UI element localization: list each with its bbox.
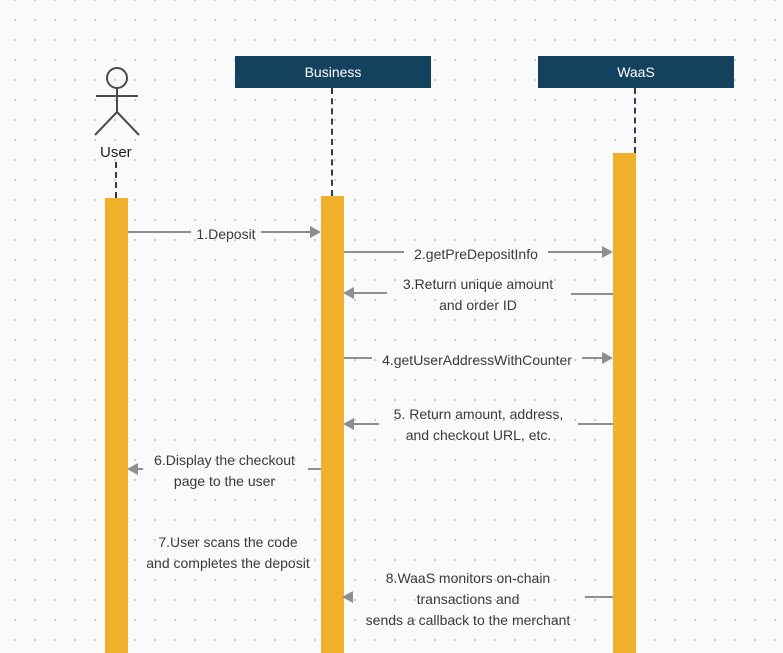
- message-5-line: [353, 423, 379, 425]
- message-2-arrowhead: [602, 246, 613, 258]
- message-1-line: [261, 231, 311, 233]
- message-8-arrowhead: [342, 591, 353, 603]
- message-1-label: 1.Deposit: [196, 226, 256, 242]
- message-1-line: [128, 231, 191, 233]
- user-actor-label: User: [100, 144, 132, 161]
- user-activation-bar: [105, 198, 128, 653]
- message-3-arrowhead: [343, 287, 354, 299]
- message-6-line: [137, 468, 143, 470]
- message-2-line: [548, 251, 603, 253]
- message-8-line: [585, 596, 613, 598]
- message-5-arrowhead: [343, 418, 354, 430]
- message-7-label: 7.User scans the code and completes the …: [146, 534, 310, 571]
- message-6-label: 6.Display the checkout page to the user: [154, 452, 295, 489]
- message-2-line: [344, 251, 404, 253]
- business-participant-header: Business: [235, 56, 431, 88]
- business-lifeline: [331, 88, 333, 196]
- message-5-label: 5. Return amount, address, and checkout …: [393, 406, 564, 443]
- waas-participant-header: WaaS: [538, 56, 734, 88]
- message-6-arrowhead: [127, 463, 138, 475]
- message-1-arrowhead: [310, 226, 321, 238]
- message-2-label: 2.getPreDepositInfo: [414, 246, 538, 262]
- message-3-line: [353, 292, 387, 294]
- message-3-label: 3.Return unique amount and order ID: [402, 276, 554, 313]
- business-activation-bar: [321, 196, 344, 653]
- user-actor-icon: [94, 67, 140, 136]
- message-6-line: [308, 468, 321, 470]
- message-3-line: [571, 293, 613, 295]
- waas-lifeline: [634, 88, 636, 153]
- message-4-line: [344, 357, 372, 359]
- message-4-arrowhead: [602, 352, 613, 364]
- message-5-line: [578, 423, 613, 425]
- user-lifeline: [115, 162, 117, 198]
- message-4-label: 4.getUserAddressWithCounter: [382, 352, 572, 368]
- waas-activation-bar: [613, 153, 636, 653]
- message-4-line: [582, 357, 603, 359]
- message-8-label: 8.WaaS monitors on-chain transactions an…: [365, 570, 571, 628]
